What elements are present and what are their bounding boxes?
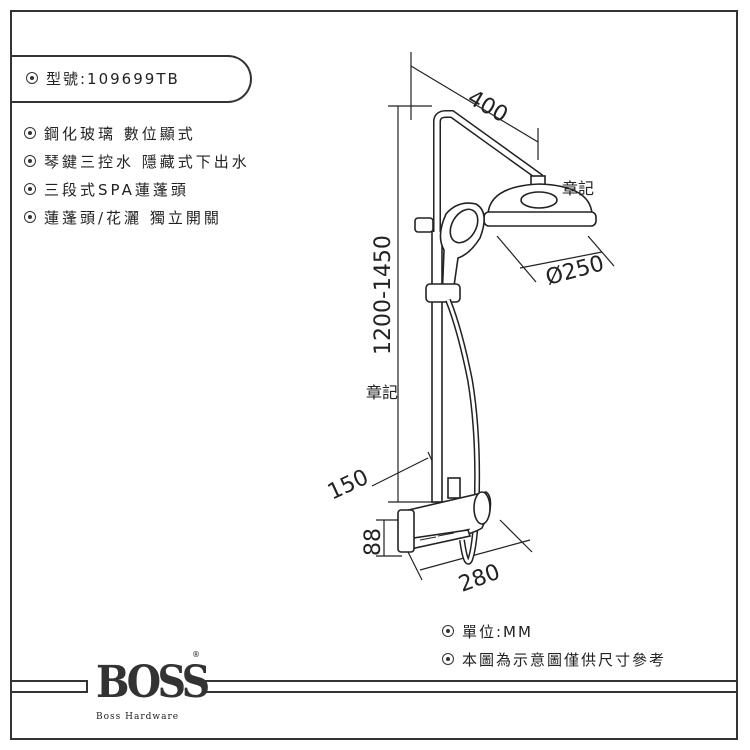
bullet-icon (24, 126, 36, 139)
watermark-stamp: 章記 (562, 179, 594, 198)
depth-dimension-line (371, 457, 429, 487)
bullet-icon (24, 154, 36, 167)
dim-panel-height: 88 (361, 528, 386, 556)
wall-bracket (414, 217, 434, 233)
registered-mark: ® (192, 650, 200, 659)
note-disclaimer: 本圖為示意圖僅供尺寸參考 (442, 646, 666, 674)
feature-list: 鋼化玻璃 數位顯式 琴鍵三控水 隱藏式下出水 三段式SPA蓮蓬頭 蓮蓬頭/花灑 … (24, 120, 250, 232)
bullet-icon (24, 182, 36, 195)
bullet-icon (442, 624, 454, 637)
piano-key (455, 528, 471, 533)
model-tab (10, 55, 252, 103)
footer-rule-right (203, 680, 738, 693)
feature-item: 琴鍵三控水 隱藏式下出水 (24, 148, 250, 176)
bullet-icon (442, 652, 454, 665)
shower-head-face (483, 211, 597, 227)
piano-key (419, 536, 437, 541)
head-extension-left (496, 235, 537, 283)
brand-logo-word: BOSS (96, 657, 210, 708)
bullet-icon (24, 210, 36, 223)
dim-head-diameter: Ø250 (543, 251, 607, 290)
footer-rule-left (10, 680, 88, 693)
brand-subtitle: Boss Hardware (96, 712, 180, 722)
control-knob (473, 491, 491, 525)
panel-width-ext-right (499, 519, 533, 553)
hand-shower-face (449, 208, 479, 244)
panel-width-line (419, 539, 531, 571)
brand-logo: BOSS (96, 657, 210, 708)
notes: 單位:MM 本圖為示意圖僅供尺寸參考 (442, 618, 666, 674)
riser-pipe (431, 229, 443, 503)
bullet-icon (26, 71, 38, 84)
head-extension-right (587, 235, 615, 267)
arm-dimension-line (410, 65, 539, 143)
feature-item: 三段式SPA蓮蓬頭 (24, 176, 250, 204)
border-frame (10, 10, 738, 740)
shower-head-cap (520, 191, 558, 209)
watermark-stamp: 章記 (366, 383, 398, 402)
feature-item: 蓮蓬頭/花灑 獨立開關 (24, 204, 250, 232)
panel-connector (447, 477, 461, 499)
head-dimension-line (519, 251, 603, 269)
slider-holder (425, 283, 461, 303)
panel-end-cap (397, 509, 415, 553)
feature-item: 鋼化玻璃 數位顯式 (24, 120, 250, 148)
panel-width-ext-left (407, 551, 423, 581)
note-unit: 單位:MM (442, 618, 666, 646)
model-number: 型號:109699TB (26, 68, 180, 89)
dim-depth: 150 (324, 465, 373, 505)
piano-key (437, 532, 455, 537)
dim-height-range: 1200-1450 (371, 235, 396, 355)
dim-panel-width: 280 (456, 560, 504, 598)
